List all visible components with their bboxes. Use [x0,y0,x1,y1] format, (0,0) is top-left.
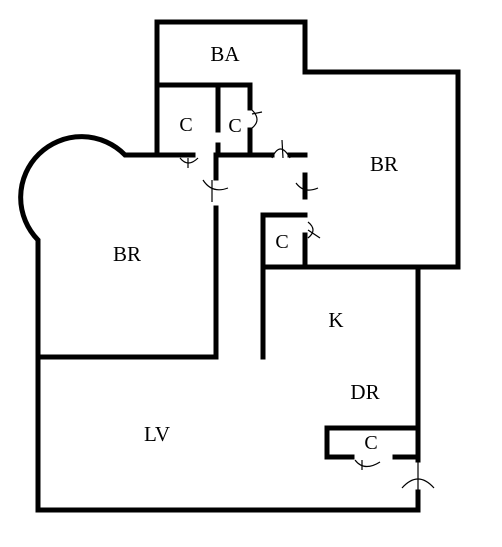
left-bedroom-walls [18,134,219,360]
door-hall-closet [307,221,321,239]
room-label-dining-room: DR [350,380,379,404]
hall-closet-walls [260,212,308,270]
door-left-bedroom [202,179,229,202]
bath-closets-walls [154,82,253,158]
doors [179,109,435,492]
room-label-bedroom-right: BR [370,152,398,176]
room-label-living-room: LV [144,422,170,446]
closet-label-bath-1: C [179,114,192,136]
room-label-kitchen: K [328,308,343,332]
door-dining-closet [354,459,381,470]
door-left-closet [179,157,199,168]
closet-label-hall: C [275,231,288,253]
door-right-bedroom [295,178,319,199]
door-east-exit [401,460,435,492]
room-label-bathroom: BA [210,42,240,66]
room-label-bedroom-left: BR [113,242,141,266]
dining-closet-walls [324,425,421,460]
door-bath-closet [251,109,263,129]
bathroom-walls [154,19,308,88]
closet-label-dining: C [364,432,377,454]
door-bath [271,139,291,159]
closet-label-bath-2: C [228,115,241,137]
walls [18,19,461,513]
